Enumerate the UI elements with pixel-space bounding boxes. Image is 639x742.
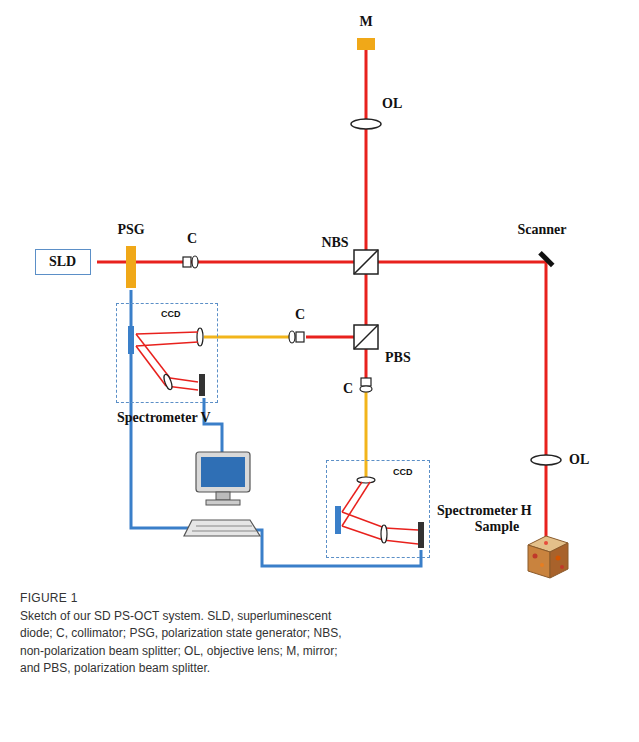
component-label: Scanner — [518, 222, 567, 237]
computer — [184, 452, 260, 536]
spectrometer-label: Spectrometer H — [437, 503, 532, 518]
beam-splitter — [354, 250, 378, 274]
component-label: C — [187, 231, 197, 246]
data-wire — [131, 290, 196, 528]
spectrometer-box: CCDSpectrometer H — [326, 460, 430, 558]
component-label: OL — [382, 96, 402, 111]
sample-cube — [528, 536, 568, 578]
collimator — [192, 256, 198, 268]
spectrometer-label: Spectrometer V — [117, 410, 211, 425]
source-box: SLD — [35, 249, 91, 275]
beam — [306, 336, 354, 339]
collimator — [361, 378, 371, 386]
data-wire — [250, 530, 421, 566]
beam-splitter — [354, 250, 378, 274]
collimator — [296, 332, 304, 342]
component-label: NBS — [321, 235, 348, 250]
spectrometer-optics — [128, 326, 205, 396]
component-label: M — [359, 14, 372, 29]
detector-label: CCD — [393, 467, 413, 477]
mirror — [357, 38, 375, 50]
objective-lens — [351, 119, 381, 129]
collimator — [360, 386, 372, 392]
objective-lens — [531, 455, 561, 465]
collimator — [183, 257, 191, 267]
beam — [545, 262, 548, 538]
component-label: PSG — [117, 222, 144, 237]
component-label: Sample — [475, 519, 519, 534]
component-label: C — [343, 381, 353, 396]
polarization-state-generator — [126, 246, 136, 288]
collimator — [289, 331, 295, 343]
detector-label: CCD — [161, 309, 181, 319]
spectrometer-box: CCDSpectrometer V — [116, 303, 218, 403]
figure-number: FIGURE 1 — [20, 590, 78, 607]
beam-splitter — [354, 325, 378, 349]
component-label: PBS — [385, 350, 411, 365]
component-label: C — [295, 307, 305, 322]
figure-caption: Sketch of our SD PS-OCT system. SLD, sup… — [20, 608, 350, 678]
spectrometer-optics — [335, 477, 424, 548]
box-label: SLD — [49, 254, 77, 269]
scanner-mirror — [538, 251, 554, 267]
beam — [97, 261, 546, 264]
beam-splitter — [354, 325, 378, 349]
fibre — [365, 392, 368, 478]
component-label: OL — [569, 452, 589, 467]
